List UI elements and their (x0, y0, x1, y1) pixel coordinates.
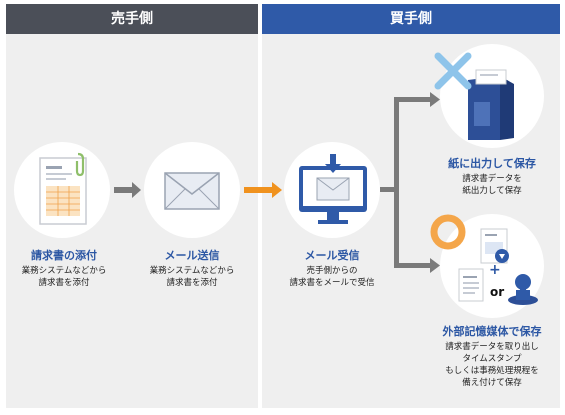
monitor-mail-icon (299, 154, 367, 224)
arrow-receive-branch (380, 92, 440, 273)
external-doc-icon (480, 228, 509, 264)
invoice-icon (39, 152, 87, 225)
box-file-icon (468, 69, 514, 140)
receive-title: メール受信 (304, 249, 360, 262)
arrow-attach-to-send (114, 182, 141, 198)
arrow-send-to-receive (244, 182, 282, 198)
attach-title: 請求書の添付 (31, 249, 97, 262)
seller-header: 売手側 (6, 4, 258, 34)
circle-mark-icon (430, 214, 466, 250)
receive-desc: 売手側からの 請求書をメールで受信 (289, 266, 375, 288)
or-label: or (490, 285, 505, 299)
paper-doc-icon (458, 268, 484, 302)
stamp-icon (508, 274, 538, 305)
external-desc: 請求書データを取り出し タイムスタンプ もしくは事務処理規程を 備え付けて保存 (445, 342, 539, 388)
cross-mark-icon (434, 52, 472, 90)
plus-label: + (489, 262, 501, 278)
paper-desc: 請求書データを 紙出力して保存 (462, 174, 522, 196)
external-title: 外部記憶媒体で保存 (442, 325, 542, 338)
envelope-icon (164, 172, 220, 210)
paper-title: 紙に出力して保存 (448, 157, 536, 170)
send-desc: 業務システムなどから 請求書を添付 (149, 266, 235, 288)
buyer-header: 買手側 (262, 4, 560, 34)
attach-desc: 業務システムなどから 請求書を添付 (21, 266, 107, 288)
send-title: メール送信 (164, 249, 220, 262)
